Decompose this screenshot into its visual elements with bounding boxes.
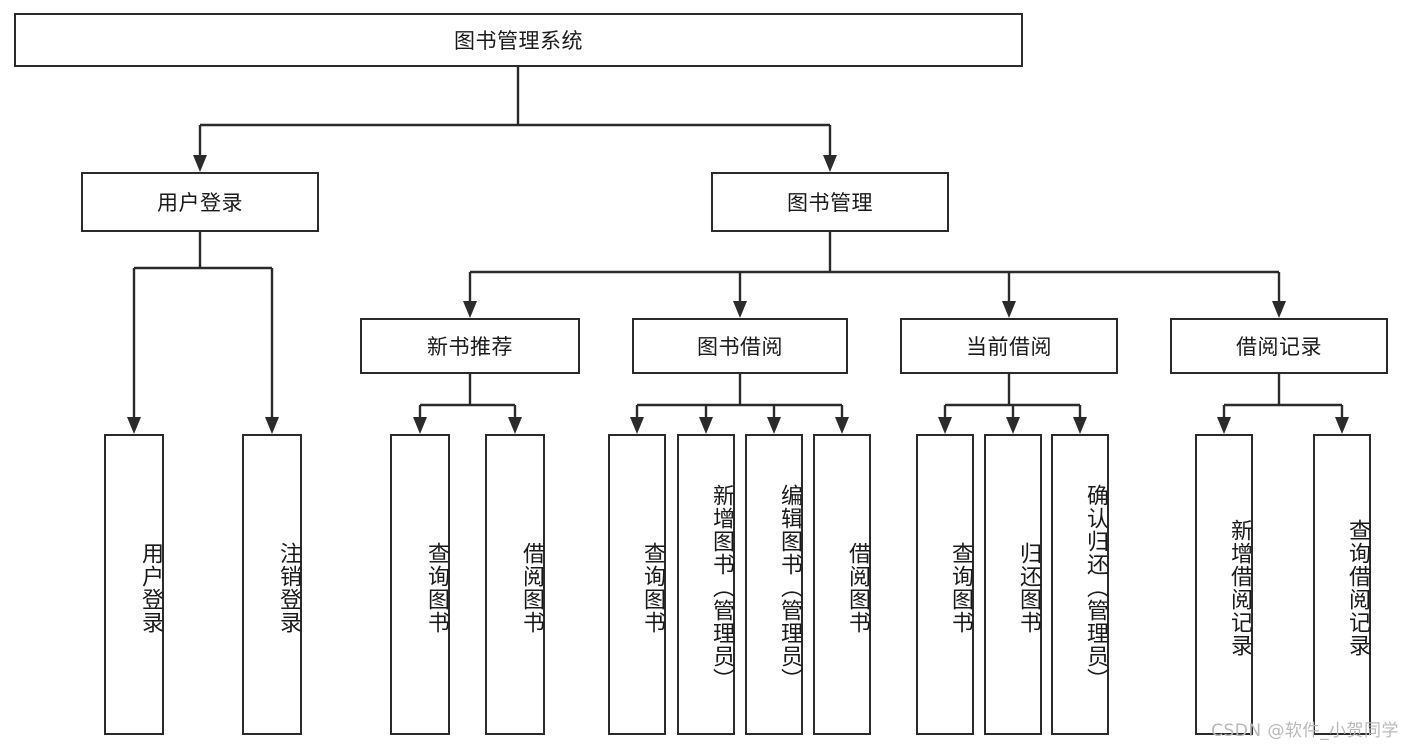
node-new-book-rec[interactable]: 新书推荐: [360, 318, 580, 374]
node-label: 归还图书: [1016, 541, 1041, 634]
node-label: 当前借阅: [966, 335, 1052, 359]
node-label: 借阅图书: [519, 541, 544, 634]
node-label: 图书管理: [787, 191, 873, 215]
node-label: 借阅图书: [845, 541, 870, 634]
node-label: 新增借阅记录: [1227, 518, 1252, 657]
node-leaf-borrow-book-rec[interactable]: 借阅图书: [485, 434, 545, 735]
node-label: 编辑图书（管理员）: [777, 484, 802, 691]
node-label: 用户登录: [157, 191, 243, 215]
node-leaf-confirm-return[interactable]: 确认归还（管理员）: [1051, 434, 1109, 735]
node-label: 查询借阅记录: [1345, 518, 1370, 657]
node-leaf-query-book-borrow[interactable]: 查询图书: [608, 434, 666, 735]
node-label: 图书管理系统: [454, 29, 583, 53]
node-label: 用户登录: [138, 541, 163, 634]
node-user-login[interactable]: 用户登录: [81, 172, 319, 232]
node-leaf-add-book[interactable]: 新增图书（管理员）: [677, 434, 735, 735]
node-label: 借阅记录: [1236, 335, 1322, 359]
node-label: 查询图书: [424, 541, 449, 634]
node-leaf-borrow-book[interactable]: 借阅图书: [813, 434, 871, 735]
node-label: 查询图书: [948, 541, 973, 634]
node-root[interactable]: 图书管理系统: [14, 13, 1023, 67]
node-label: 查询图书: [640, 541, 665, 634]
node-borrow-record[interactable]: 借阅记录: [1170, 318, 1388, 374]
node-leaf-query-book-rec[interactable]: 查询图书: [390, 434, 450, 735]
watermark-label: CSDN @软件_小贺同学: [1211, 721, 1399, 741]
node-leaf-edit-book[interactable]: 编辑图书（管理员）: [745, 434, 803, 735]
node-label: 新增图书（管理员）: [709, 484, 734, 691]
node-leaf-add-record[interactable]: 新增借阅记录: [1195, 434, 1253, 735]
node-label: 注销登录: [276, 541, 301, 634]
node-leaf-user-logout[interactable]: 注销登录: [242, 434, 302, 735]
node-label: 图书借阅: [697, 335, 783, 359]
node-leaf-return-book[interactable]: 归还图书: [984, 434, 1042, 735]
node-leaf-query-record[interactable]: 查询借阅记录: [1313, 434, 1371, 735]
node-book-manage[interactable]: 图书管理: [711, 172, 949, 232]
node-label: 确认归还（管理员）: [1083, 484, 1108, 691]
node-leaf-user-login[interactable]: 用户登录: [104, 434, 164, 735]
node-current-borrow[interactable]: 当前借阅: [900, 318, 1118, 374]
node-label: 新书推荐: [427, 335, 513, 359]
node-leaf-query-book-cur[interactable]: 查询图书: [916, 434, 974, 735]
node-book-borrow[interactable]: 图书借阅: [632, 318, 848, 374]
